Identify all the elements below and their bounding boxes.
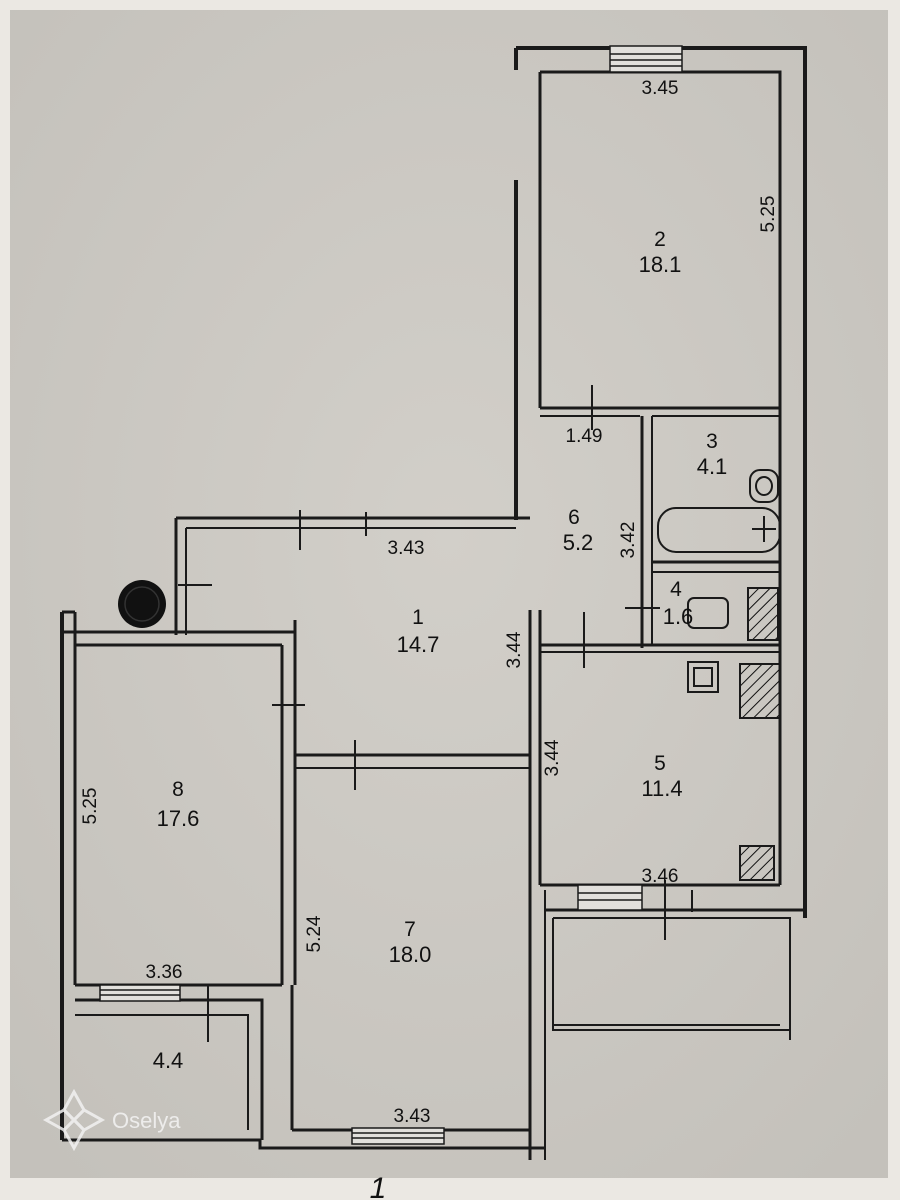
room-area-2: 18.1 (639, 252, 682, 277)
hatched-shafts (739, 587, 781, 881)
dim-hall-width: 3.43 (388, 538, 425, 559)
room-area-7: 18.0 (389, 942, 432, 967)
bathtub-icon (657, 507, 781, 553)
room-area-4: 1.6 (663, 604, 694, 629)
walls (60, 46, 807, 1160)
room-number-7: 7 (404, 918, 416, 941)
watermark-logo-icon (42, 1088, 106, 1152)
dim-hall-upper: 3.44 (504, 631, 525, 668)
room-area-8: 17.6 (157, 806, 200, 831)
dim-corridor: 1.49 (566, 426, 603, 447)
windows (99, 45, 683, 1145)
dim-room8-side: 5.25 (80, 788, 101, 825)
dimension-labels: 3.45 5.25 1.49 3.42 3.43 3.44 3.44 3.46 … (80, 78, 779, 1127)
room-number-3: 3 (706, 430, 718, 453)
room-number-6: 6 (568, 506, 580, 529)
door-marks (178, 385, 693, 1042)
room-number-1: 1 (412, 606, 424, 629)
dim-room2-top: 3.45 (642, 78, 679, 99)
dim-room7-bottom: 3.43 (394, 1106, 431, 1127)
dim-room7-side: 5.24 (304, 915, 325, 952)
watermark: Oselya (42, 1088, 181, 1152)
dim-bath: 3.42 (618, 522, 639, 559)
dim-room2-side: 5.25 (758, 196, 779, 233)
room-number-2: 2 (654, 228, 666, 251)
bathroom-fixtures (657, 469, 781, 693)
room-area-6: 5.2 (563, 530, 594, 555)
section-mark: 1 (370, 1172, 387, 1200)
sink-icon (687, 597, 729, 629)
room-number-4: 4 (670, 578, 682, 601)
room-area-1: 14.7 (397, 632, 440, 657)
kitchen-sink-icon (687, 661, 719, 693)
room-area-5: 11.4 (641, 776, 682, 801)
dim-room8-bottom: 3.36 (146, 962, 183, 983)
balcony-area: 4.4 (153, 1048, 184, 1073)
room-number-5: 5 (654, 752, 666, 775)
dim-kitchen-side: 3.44 (542, 739, 563, 776)
toilet-icon (749, 469, 779, 503)
room-number-8: 8 (172, 778, 184, 801)
dim-kitchen-bottom: 3.46 (642, 866, 679, 887)
room-labels: 2 18.1 3 4.1 6 5.2 4 1.6 1 14.7 5 11.4 8… (153, 228, 728, 1073)
room-area-3: 4.1 (697, 454, 728, 479)
watermark-text: Oselya (112, 1108, 181, 1133)
round-fixture-ring (124, 586, 160, 622)
